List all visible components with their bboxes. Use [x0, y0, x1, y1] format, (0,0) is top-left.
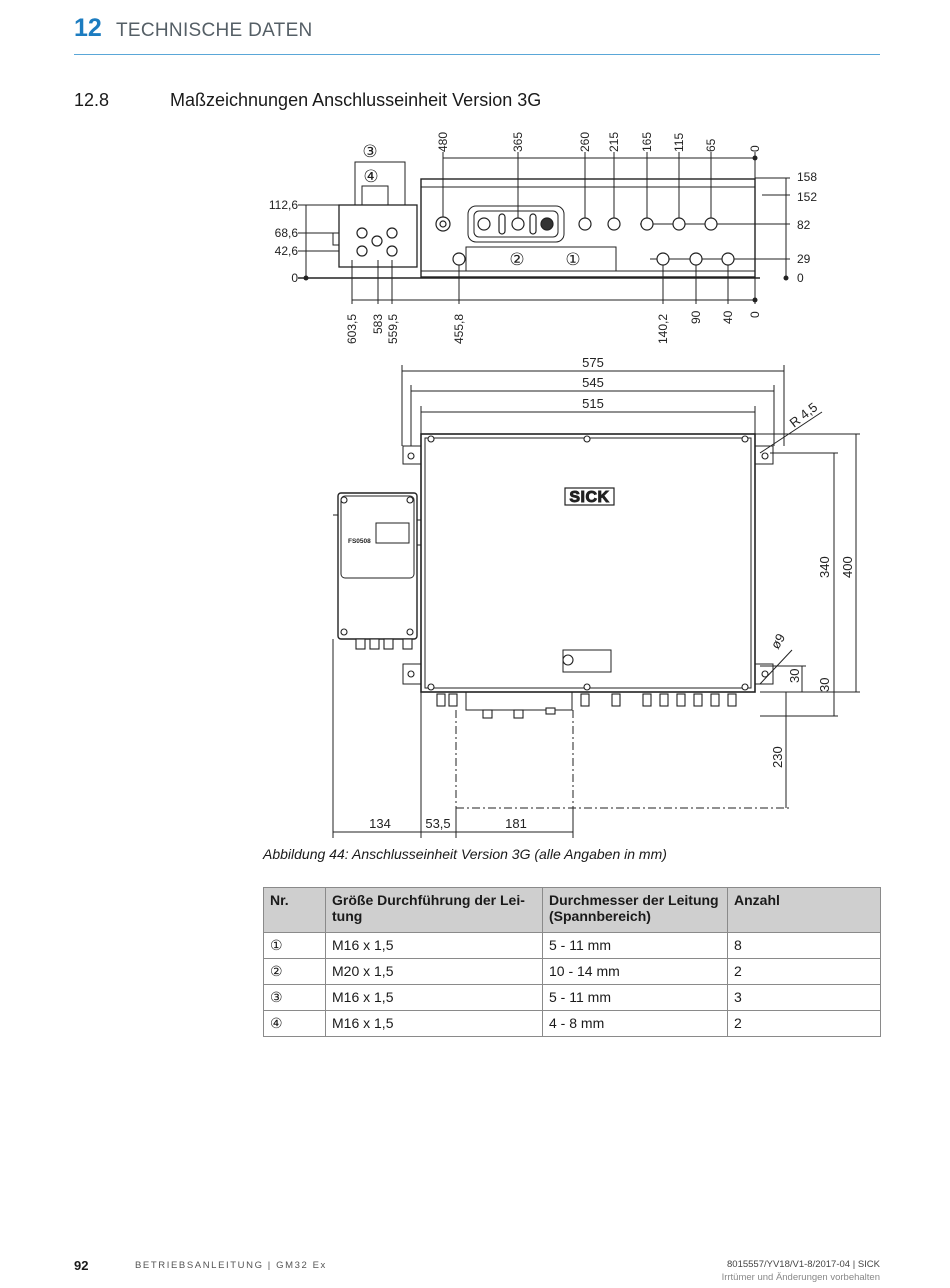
dim-top-215: 215 — [607, 132, 621, 152]
footer-meta: 8015557/YV18/V1-8/2017-04 | SICK Irrtüme… — [722, 1258, 880, 1284]
header-diameter: Durchmesser der Leitung (Spannbereich) — [542, 887, 728, 933]
dim-clearance: 230 — [770, 746, 785, 768]
dim-right-158: 158 — [797, 170, 817, 184]
cell-count: 3 — [727, 984, 881, 1011]
chapter-title: TECHNISCHE DATEN — [116, 20, 313, 41]
table-header-row: Nr. Größe Durchführung der Lei- tung Dur… — [263, 887, 881, 933]
dim-right-82: 82 — [797, 218, 811, 232]
header-size: Größe Durchführung der Lei- tung — [325, 887, 543, 933]
dim-bottom-559-5: 559,5 — [386, 314, 400, 344]
dim-hole: ø9 — [768, 631, 789, 652]
section-title: Maßzeichnungen Anschlusseinheit Version … — [170, 90, 542, 110]
cell-nr: ③ — [263, 984, 326, 1011]
cell-diameter: 4 - 8 mm — [542, 1010, 728, 1037]
cell-size: M16 x 1,5 — [325, 984, 543, 1011]
dim-top-115: 115 — [672, 133, 686, 152]
cell-diameter: 5 - 11 mm — [542, 932, 728, 959]
module-label: FS0508 — [348, 538, 371, 545]
table-row: ④ M16 x 1,5 4 - 8 mm 2 — [263, 1010, 881, 1037]
cell-count: 8 — [727, 932, 881, 959]
dim-top-480: 480 — [436, 132, 450, 152]
callout-1: ① — [565, 250, 580, 269]
cell-size: M16 x 1,5 — [325, 932, 543, 959]
cell-nr: ① — [263, 932, 326, 959]
dim-bottom-181: 181 — [505, 816, 527, 831]
cell-nr: ④ — [263, 1010, 326, 1037]
dim-top-260: 260 — [578, 132, 592, 152]
dim-bottom-140-2: 140,2 — [656, 314, 670, 344]
cell-count: 2 — [727, 958, 881, 985]
dim-bottom-583: 583 — [371, 314, 385, 334]
dim-30-b: 30 — [817, 678, 832, 692]
dim-width-575: 575 — [582, 355, 604, 370]
table-row: ② M20 x 1,5 10 - 14 mm 2 — [263, 958, 881, 985]
dim-right-29: 29 — [797, 252, 811, 266]
header-count: Anzahl — [727, 887, 881, 933]
cable-gland-table: Nr. Größe Durchführung der Lei- tung Dur… — [263, 887, 881, 1037]
dim-height-400: 400 — [840, 556, 855, 578]
dim-bottom-40: 40 — [721, 310, 735, 324]
dim-bottom-455-8: 455,8 — [452, 314, 466, 344]
dim-30-a: 30 — [787, 669, 802, 683]
page-number: 92 — [74, 1258, 89, 1273]
cell-nr: ② — [263, 958, 326, 985]
disclaimer: Irrtümer und Änderungen vorbehalten — [721, 1272, 880, 1283]
cell-size: M16 x 1,5 — [325, 1010, 543, 1037]
cell-diameter: 10 - 14 mm — [542, 958, 728, 985]
dim-top-0: 0 — [748, 145, 762, 152]
dim-top-165: 165 — [640, 132, 654, 152]
dim-bottom-603-5: 603,5 — [345, 314, 359, 344]
dim-bottom-0: 0 — [748, 311, 762, 318]
callout-3: ③ — [362, 142, 377, 161]
callout-4: ④ — [363, 167, 378, 186]
table-row: ① M16 x 1,5 5 - 11 mm 8 — [263, 932, 881, 959]
dim-width-545: 545 — [582, 375, 604, 390]
dim-left-112-6: 112,6 — [269, 198, 298, 212]
sick-logo: SICK — [569, 489, 609, 506]
callout-2: ② — [509, 250, 524, 269]
dim-bottom-90: 90 — [689, 310, 703, 324]
table-row: ③ M16 x 1,5 5 - 11 mm 3 — [263, 984, 881, 1011]
dim-left-0: 0 — [291, 271, 298, 285]
cell-count: 2 — [727, 1010, 881, 1037]
dim-bottom-53-5: 53,5 — [425, 816, 450, 831]
cell-diameter: 5 - 11 mm — [542, 984, 728, 1011]
doc-title: BETRIEBSANLEITUNG | GM32 Ex — [135, 1260, 327, 1271]
section-number: 12.8 — [74, 90, 110, 110]
dim-bottom-134: 134 — [369, 816, 391, 831]
dim-height-340: 340 — [817, 556, 832, 578]
cell-size: M20 x 1,5 — [325, 958, 543, 985]
dim-right-0: 0 — [797, 271, 804, 285]
dim-top-65: 65 — [704, 138, 718, 152]
dim-radius: R 4,5 — [787, 399, 821, 430]
header-rule — [74, 54, 880, 55]
figure-caption: Abbildung 44: Anschlusseinheit Version 3… — [263, 846, 667, 862]
dim-left-68-6: 68,6 — [275, 226, 299, 240]
dim-top-365: 365 — [511, 132, 525, 152]
doc-id: 8015557/YV18/V1-8/2017-04 | SICK — [727, 1259, 880, 1270]
dim-left-42-6: 42,6 — [275, 244, 299, 258]
dim-width-515: 515 — [582, 396, 604, 411]
chapter-number: 12 — [74, 14, 102, 42]
header-nr: Nr. — [263, 887, 326, 933]
dim-right-152: 152 — [797, 190, 817, 204]
